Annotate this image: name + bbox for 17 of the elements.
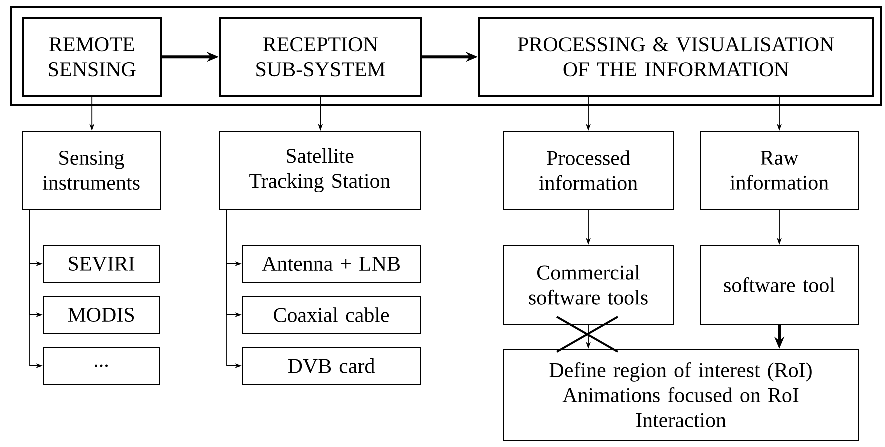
process-box: Antenna + LNB: [242, 245, 421, 283]
process-box: Sensing instruments: [22, 131, 161, 210]
process-box: RECEPTION SUB-SYSTEM: [219, 17, 422, 98]
process-box: software tool: [700, 245, 860, 325]
process-box: DVB card: [242, 347, 421, 385]
process-box: PROCESSING & VISUALISATION OF THE INFORMATION: [478, 17, 874, 98]
process-box: Coaxial cable: [242, 296, 421, 334]
process-box: Define region of interest (RoI) Animations focused on RoI Interaction: [503, 349, 860, 441]
process-box: ...: [43, 347, 160, 385]
process-box: MODIS: [43, 296, 160, 334]
frame-box: [10, 6, 882, 106]
process-box: Processed information: [503, 131, 674, 210]
process-box: Satellite Tracking Station: [219, 131, 421, 210]
process-box: Commercial software tools: [503, 245, 674, 325]
process-box: REMOTE SENSING: [22, 17, 162, 98]
process-box: SEVIRI: [43, 245, 160, 283]
process-box: Raw information: [700, 131, 860, 210]
